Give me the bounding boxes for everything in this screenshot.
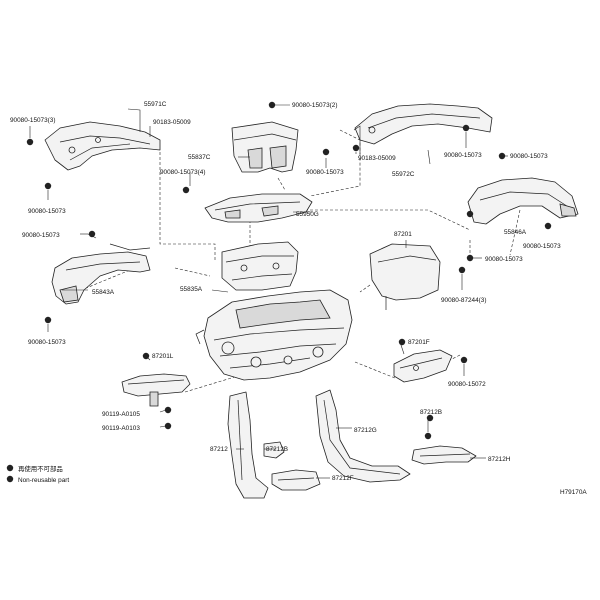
label-90183-05009-a: 90183-05009 — [153, 119, 191, 126]
label-55837C: 55837C — [188, 154, 211, 161]
part-55837C-duct — [231, 121, 299, 173]
label-55972C: 55972C — [392, 171, 415, 178]
solid-leaders — [29, 104, 508, 479]
part-55835A-block — [221, 241, 299, 291]
label-90119-A0105: 90119-A0105 — [102, 411, 140, 418]
diagram-code: H79170A — [560, 489, 587, 496]
label-90080-15073-e: 90080-15073 — [22, 232, 60, 239]
part-87201L-bracket — [121, 373, 191, 407]
label-90080-87244: 90080-87244(3) — [441, 297, 486, 304]
part-55972C-duct — [354, 103, 493, 145]
part-87212-duct — [227, 391, 269, 499]
label-90080-15073-d: 90080-15073 — [510, 153, 548, 160]
label-90080-15073-c: 90080-15073 — [444, 152, 482, 159]
label-87212B-a: 87212B — [420, 409, 442, 416]
label-87212: 87212 — [210, 446, 228, 453]
part-hvac-unit-assembly — [195, 289, 353, 381]
label-90080-15073-b: 90080-15073 — [28, 208, 66, 215]
part-55950G-panel — [204, 193, 313, 223]
legend-text-jp: 再使用不可部品 — [18, 464, 63, 473]
label-55950G: 55950G — [296, 211, 319, 218]
label-87212B-b: 87212B — [266, 446, 288, 453]
legend: 再使用不可部品 Non-reusable part — [18, 464, 69, 484]
part-87212G-duct — [315, 389, 411, 483]
label-55971C: 55971C — [144, 101, 167, 108]
label-90080-15073-4: 90080-15073(4) — [160, 169, 205, 176]
part-87212H-duct — [411, 445, 477, 465]
part-87212F-duct — [271, 469, 321, 491]
label-87201L: 87201L — [152, 353, 174, 360]
label-87212G: 87212G — [354, 427, 377, 434]
label-87201: 87201 — [394, 231, 412, 238]
part-87212B-duct — [263, 441, 285, 459]
part-labels: 55971C 90183-05009 90080-15073(3) 90080-… — [10, 101, 561, 482]
label-90080-15073-h: 90080-15073 — [28, 339, 66, 346]
label-90183-05009-b: 90183-05009 — [358, 155, 396, 162]
label-90080-15072: 90080-15072 — [448, 381, 486, 388]
label-90080-15073-3: 90080-15073(3) — [10, 117, 55, 124]
label-90119-A0103: 90119-A0103 — [102, 425, 140, 432]
legend-text-en: Non-reusable part — [18, 477, 69, 484]
label-90080-15073-f: 90080-15073 — [523, 243, 561, 250]
part-55971C-duct — [44, 121, 161, 171]
label-87212H: 87212H — [488, 456, 511, 463]
part-87201-bracket — [369, 243, 441, 310]
label-87212F: 87212F — [332, 475, 354, 482]
label-90080-15073-g: 90080-15073 — [485, 256, 523, 263]
label-55846A: 55846A — [504, 229, 527, 236]
part-55846A-duct — [467, 177, 579, 225]
part-87201F-bracket — [393, 349, 453, 383]
label-55843A: 55843A — [92, 289, 115, 296]
label-87201F: 87201F — [408, 339, 430, 346]
label-55835A: 55835A — [180, 286, 203, 293]
fastener-markers — [6, 101, 552, 483]
label-90080-15073-a: 90080-15073 — [306, 169, 344, 176]
label-90080-15073-2: 90080-15073(2) — [292, 102, 337, 109]
